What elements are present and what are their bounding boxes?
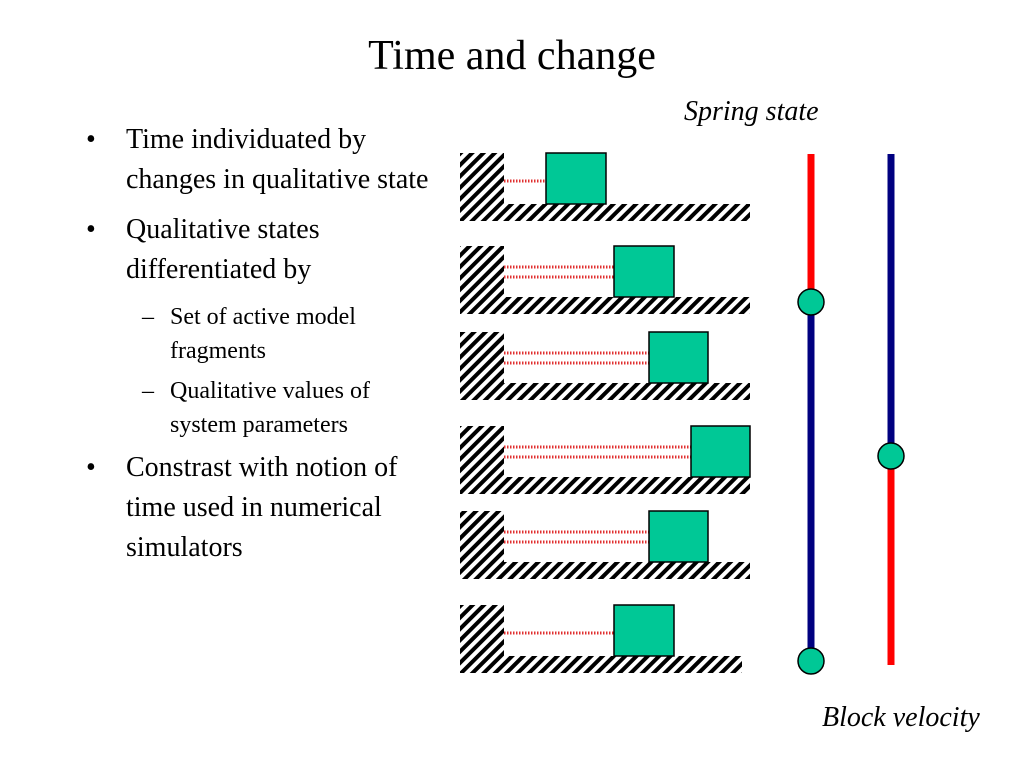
block [613, 245, 675, 298]
floor [460, 204, 750, 221]
frame-3 [460, 331, 750, 400]
block-velocity-label: Block velocity [822, 702, 980, 733]
floor [460, 477, 750, 494]
bullet-text: Qualitative states differentiated by [126, 214, 320, 285]
floor [460, 656, 742, 673]
sub-bullet-item: – Set of active model fragments [86, 300, 431, 368]
frame-2 [460, 245, 750, 314]
bullet-icon: • [86, 452, 96, 483]
floor [460, 383, 750, 400]
frame-5 [460, 510, 750, 579]
dash-icon: – [142, 378, 154, 404]
bullet-icon: • [86, 124, 96, 155]
floor [460, 562, 750, 579]
block-velocity-marker [877, 442, 905, 470]
dash-icon: – [142, 304, 154, 330]
spring-state-marker [797, 288, 825, 316]
bullet-item: • Qualitative states differentiated by [86, 210, 431, 290]
block [613, 604, 675, 657]
spring-state-marker [797, 647, 825, 675]
bullet-list: • Time individuated by changes in qualit… [86, 120, 431, 578]
sub-bullet-text: Qualitative values of system parameters [170, 378, 370, 438]
frame-4 [460, 425, 751, 494]
spring-state-label: Spring state [684, 96, 819, 127]
block [545, 152, 607, 205]
block [690, 425, 751, 478]
frames-group [460, 152, 751, 673]
bullet-text: Time individuated by changes in qualitat… [126, 124, 429, 195]
floor [460, 297, 750, 314]
bullet-item: • Time individuated by changes in qualit… [86, 120, 431, 200]
block [648, 331, 709, 384]
slide-title: Time and change [368, 33, 656, 79]
frame-6 [460, 604, 742, 673]
bullet-item: • Constrast with notion of time used in … [86, 448, 431, 568]
frame-1 [460, 152, 750, 221]
bullet-text: Constrast with notion of time used in nu… [126, 452, 398, 563]
sub-bullet-text: Set of active model fragments [170, 304, 356, 364]
bullet-icon: • [86, 214, 96, 245]
sub-bullet-item: – Qualitative values of system parameter… [86, 374, 431, 442]
block [648, 510, 709, 563]
